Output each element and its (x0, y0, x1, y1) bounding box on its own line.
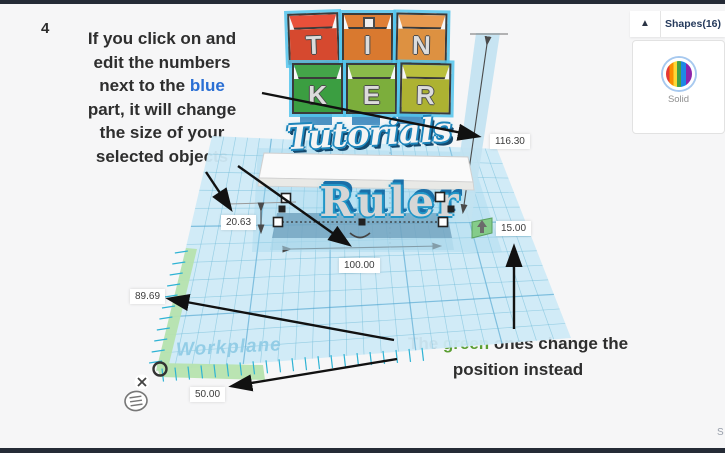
instruction-line: next to the blue (99, 76, 225, 95)
arrow-to-posx-label (228, 357, 398, 392)
note-line: position instead (452, 360, 584, 379)
arrow-to-posy-label (165, 293, 395, 342)
logo-letter: I (344, 29, 391, 62)
letter-dot (363, 17, 375, 29)
dim-label-pos-x[interactable]: 50.00 (190, 387, 226, 402)
mid-handles[interactable] (278, 205, 455, 226)
solid-color-swatch[interactable] (662, 58, 695, 90)
rotate-handle-arc[interactable] (349, 232, 371, 239)
dim-label-elevation[interactable]: 15.00 (496, 221, 532, 236)
instruction-text: If you click on and edit the numbers nex… (55, 27, 269, 168)
block-top-face (294, 65, 341, 79)
shapes-panel-body: Solid (632, 40, 725, 134)
logo-letter: E (348, 79, 395, 112)
ruler-base-front (270, 238, 454, 250)
page-marker: S (717, 427, 724, 438)
instruction-line: part, it will change (87, 99, 237, 119)
swatch-label: Solid (667, 94, 690, 105)
instruction-line: selected objects (95, 146, 229, 166)
bottom-bar (0, 448, 725, 453)
dim-label-pos-y[interactable]: 89.69 (130, 289, 166, 304)
scale-handles[interactable] (272, 191, 449, 228)
elevation-handle-arrow-stem (480, 227, 484, 233)
ruler-close-icon[interactable] (134, 374, 150, 390)
shapes-panel-title[interactable]: Shapes(16) (664, 18, 722, 30)
instruction-line: the size of your (99, 123, 225, 142)
dim-label-width[interactable]: 100.00 (339, 258, 380, 273)
dim-label-height[interactable]: 116.30 (490, 134, 530, 149)
instruction-line: If you click on and (87, 29, 237, 48)
instruction-line: edit the numbers (93, 52, 231, 72)
arrow-to-width-label (237, 165, 352, 247)
blue-highlight-word: blue (189, 76, 225, 95)
elevation-handle-arrow-icon (477, 220, 487, 227)
arrow-to-height-label (261, 91, 482, 141)
tinker-logo[interactable]: T I N K E R (287, 12, 452, 115)
top-bar (0, 0, 725, 4)
dim-label-offset[interactable]: 20.63 (221, 215, 257, 230)
logo-block-e[interactable]: E (346, 63, 397, 114)
shapes-panel-header: ▲ Shapes(16) (630, 11, 725, 37)
arrow-to-offset-label (205, 171, 233, 212)
ruler-origin-handle[interactable] (152, 361, 168, 377)
ruler-menu-icon[interactable] (124, 390, 148, 412)
block-top-face (348, 65, 395, 79)
step-number: 4 (41, 20, 50, 37)
white-slab-front (257, 177, 475, 191)
collapse-panel-button[interactable]: ▲ (630, 11, 661, 37)
